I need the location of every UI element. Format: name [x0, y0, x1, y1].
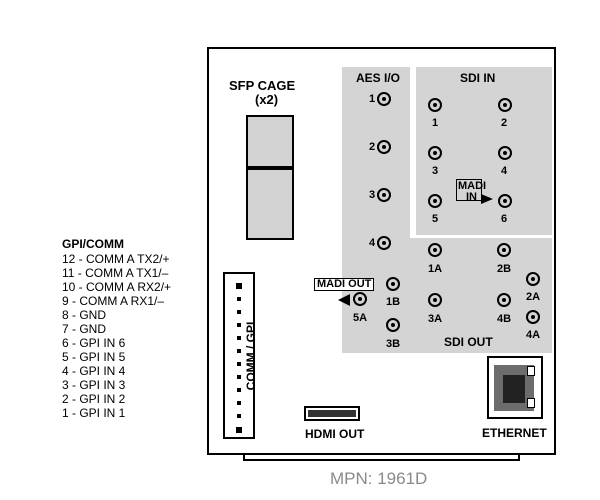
sdi-in-bnc-connector[interactable]: [428, 98, 442, 112]
aes-bnc-connector[interactable]: [377, 92, 391, 106]
sdi-out-bnc-connector[interactable]: [353, 292, 367, 306]
sdi-in-port-label: 6: [501, 213, 508, 225]
legend-line: 1 - GPI IN 1: [62, 406, 126, 420]
gpi-pin: [237, 349, 241, 353]
madi-in-box: [456, 179, 482, 201]
sfp-cage-title: SFP CAGE: [229, 78, 296, 93]
sdi-in-port-label: 2: [501, 117, 508, 129]
sdi-in-port-label: 3: [432, 165, 439, 177]
legend-line: 2 - GPI IN 2: [62, 392, 126, 406]
panel-foot-rail: [243, 455, 520, 461]
legend-title: GPI/COMM: [62, 237, 124, 251]
sdi-out-port-label: 3A: [428, 313, 443, 325]
sdi-out-bnc-connector[interactable]: [497, 293, 511, 307]
gpi-pin: [237, 297, 241, 301]
madi-in-label-line2: IN: [466, 191, 477, 203]
aes-port-label: 3: [369, 189, 376, 201]
legend-line: 6 - GPI IN 6: [62, 336, 126, 350]
sdi-out-bnc-connector[interactable]: [526, 272, 540, 286]
sdi-in-label: SDI IN: [460, 71, 496, 85]
sdi-out-port-label: 2A: [526, 291, 541, 303]
aes-port-label: 1: [369, 93, 376, 105]
sdi-out-label: SDI OUT: [444, 335, 493, 349]
legend-line: 8 - GND: [62, 308, 107, 322]
gpi-pin: [237, 310, 241, 314]
hdmi-port-opening: [308, 410, 356, 417]
sdi-out-port-label: 1A: [428, 263, 443, 275]
aes-io-region: [342, 67, 410, 253]
legend-line: 5 - GPI IN 5: [62, 350, 126, 364]
ethernet-jack-latch: [503, 375, 525, 403]
aes-port-label: 4: [369, 237, 376, 249]
ethernet-label: ETHERNET: [482, 426, 547, 440]
gpi-pin: [237, 414, 241, 418]
sfp-cage: [246, 115, 294, 240]
legend-line: 7 - GND: [62, 322, 107, 336]
gpi-pin: [237, 362, 241, 366]
sdi-in-bnc-connector[interactable]: [498, 146, 512, 160]
aes-io-label: AES I/O: [356, 71, 401, 85]
gpi-pin: [236, 283, 242, 289]
sdi-out-bnc-connector[interactable]: [497, 243, 511, 257]
madi-in-arrow-icon: [481, 194, 493, 204]
ethernet-led-icon: [527, 398, 535, 408]
sdi-in-port-label: 5: [432, 213, 439, 225]
legend-line: 4 - GPI IN 4: [62, 364, 126, 378]
gpi-pin: [237, 323, 241, 327]
sdi-out-bnc-connector[interactable]: [386, 277, 400, 291]
gpi-pin: [237, 401, 241, 405]
sfp-cage-count: (x2): [255, 92, 279, 107]
sdi-out-port-label: 1B: [386, 296, 401, 308]
ethernet-led-icon: [527, 366, 535, 376]
sdi-out-port-label: 4A: [526, 329, 541, 341]
sdi-out-port-label: 2B: [497, 263, 512, 275]
sdi-in-bnc-connector[interactable]: [428, 146, 442, 160]
sdi-in-bnc-connector[interactable]: [498, 98, 512, 112]
sdi-in-port-label: 1: [432, 117, 439, 129]
legend-line: 11 - COMM A TX1/–: [62, 266, 169, 280]
sdi-out-port-label: 3B: [386, 338, 401, 350]
legend-line: 10 - COMM A RX2/+: [62, 280, 172, 294]
legend-line: 3 - GPI IN 3: [62, 378, 126, 392]
legend-line: 12 - COMM A TX2/+: [62, 252, 170, 266]
sdi-out-bnc-connector[interactable]: [428, 293, 442, 307]
gpi-pin: [236, 427, 242, 433]
legend-line: 9 - COMM A RX1/–: [62, 294, 165, 308]
sdi-in-port-label: 4: [501, 165, 508, 177]
sfp-cage-divider: [246, 166, 294, 170]
aes-bnc-connector[interactable]: [377, 236, 391, 250]
madi-out-label: MADI OUT: [314, 278, 375, 291]
madi-out-arrow-icon: [338, 294, 350, 306]
mpn-label: MPN: 1961D: [330, 469, 428, 488]
sdi-in-bnc-connector[interactable]: [428, 194, 442, 208]
sdi-out-port-label: 5A: [353, 312, 368, 324]
sdi-out-bnc-connector[interactable]: [526, 310, 540, 324]
comm-gpi-label: COMM / GPI: [244, 321, 258, 391]
aes-port-label: 2: [369, 141, 376, 153]
gpi-pin: [237, 336, 241, 340]
gpi-pin: [237, 388, 241, 392]
madi-in-label-line1: MADI: [458, 180, 487, 192]
sdi-in-bnc-connector[interactable]: [498, 194, 512, 208]
sdi-out-region: [342, 238, 552, 353]
hdmi-out-label: HDMI OUT: [305, 427, 365, 441]
sdi-out-port-label: 4B: [497, 313, 512, 325]
sdi-out-bnc-connector[interactable]: [428, 243, 442, 257]
gpi-legend-list: 12 - COMM A TX2/+ 11 - COMM A TX1/– 10 -…: [62, 252, 171, 420]
gpi-pin: [237, 375, 241, 379]
sdi-out-bnc-connector[interactable]: [386, 318, 400, 332]
aes-bnc-connector[interactable]: [377, 188, 391, 202]
aes-bnc-connector[interactable]: [377, 140, 391, 154]
